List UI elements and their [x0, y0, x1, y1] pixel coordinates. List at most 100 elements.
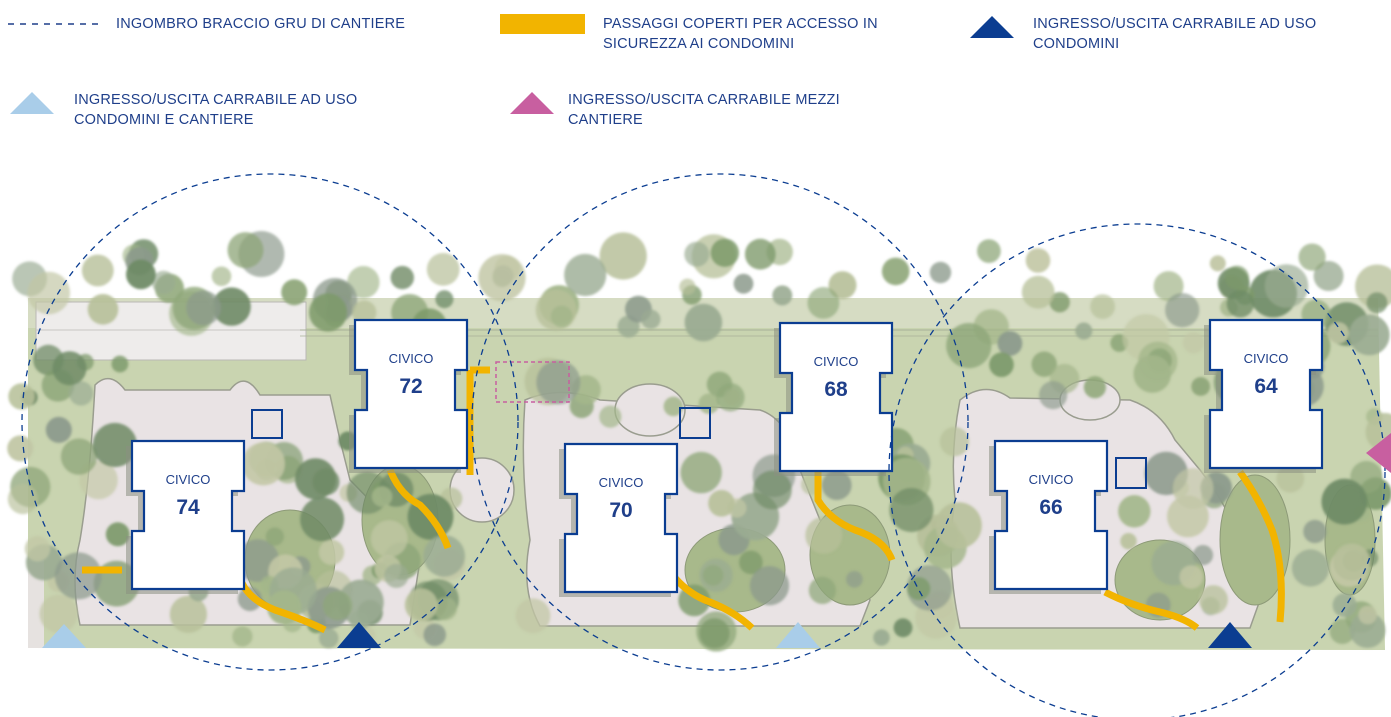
- light-blue-triangle-icon: [10, 92, 54, 114]
- tree-canopy: [1191, 377, 1211, 396]
- tree-canopy: [318, 628, 339, 649]
- tree-canopy: [241, 442, 285, 486]
- tree-canopy: [1313, 261, 1344, 291]
- building-civico-64: CIVICO 64: [1204, 318, 1324, 473]
- cantiere-area: [495, 361, 570, 403]
- tree-canopy: [977, 239, 1001, 263]
- building-number: 74: [176, 496, 200, 519]
- building-label: CIVICO: [1029, 472, 1074, 487]
- tree-canopy: [515, 598, 551, 634]
- tree-canopy: [352, 300, 377, 325]
- tree-canopy: [1225, 265, 1249, 290]
- tree-canopy: [702, 565, 724, 586]
- tree-canopy: [52, 351, 87, 386]
- tree-canopy: [186, 290, 222, 326]
- tree-canopy: [1075, 322, 1093, 340]
- tree-canopy: [599, 232, 647, 280]
- tree-canopy: [1333, 543, 1371, 581]
- tree-canopy: [433, 597, 457, 621]
- tree-canopy: [426, 253, 460, 286]
- tree-canopy: [7, 484, 38, 515]
- crane-dash-icon: [8, 23, 104, 25]
- tree-canopy: [710, 238, 739, 267]
- tree-canopy: [8, 383, 35, 410]
- tree-canopy: [211, 266, 232, 287]
- tree-canopy: [1226, 290, 1255, 318]
- tree-canopy: [550, 305, 573, 328]
- crane-radius-circles: [21, 173, 1386, 717]
- tree-canopy: [1083, 376, 1106, 399]
- tree-canopy: [227, 232, 264, 269]
- tree-canopy: [294, 458, 337, 500]
- legend-entry-condomini-label: INGRESSO/USCITA CARRABILE AD USO CONDOMI…: [1033, 16, 1317, 52]
- tree-canopy: [989, 352, 1014, 378]
- tree-canopy: [1358, 605, 1377, 625]
- tree-canopy: [772, 285, 793, 306]
- tree-canopy: [997, 331, 1023, 356]
- tree-canopy: [733, 273, 754, 294]
- trees: [7, 231, 1391, 652]
- tree-canopy: [753, 470, 792, 510]
- tree-canopy: [1039, 381, 1068, 410]
- tree-canopy: [744, 238, 776, 270]
- legend-entry-shared-label: INGRESSO/USCITA CARRABILE AD USO CONDOMI…: [74, 92, 358, 128]
- tree-canopy: [318, 539, 345, 565]
- building-number: 66: [1039, 496, 1062, 519]
- tree-canopy: [536, 360, 581, 405]
- tree-canopy: [111, 355, 129, 373]
- tree-canopy: [807, 287, 840, 319]
- building-number: 70: [609, 499, 632, 522]
- tree-canopy: [7, 435, 34, 462]
- tree-canopy: [808, 576, 837, 605]
- light-blue-triangle-icon: [42, 624, 86, 648]
- tree-canopy: [1090, 294, 1115, 319]
- tree-canopy: [1198, 585, 1228, 615]
- covered-passages: [82, 366, 1285, 634]
- tree-canopy: [907, 577, 931, 601]
- light-blue-triangle-icon: [776, 622, 820, 648]
- building-label: CIVICO: [1244, 351, 1289, 366]
- building-number: 68: [824, 378, 848, 401]
- tree-canopy: [1349, 612, 1386, 648]
- building-label: CIVICO: [389, 351, 434, 366]
- magenta-triangle-icon: [1366, 433, 1391, 473]
- tree-canopy: [1303, 519, 1327, 544]
- tree-canopy: [939, 426, 970, 457]
- tree-canopy: [322, 590, 353, 621]
- tree-canopy: [1182, 332, 1205, 354]
- tree-canopy: [404, 588, 438, 622]
- tree-canopy: [716, 383, 745, 412]
- tree-canopy: [45, 416, 72, 443]
- building-civico-72: CIVICO 72: [349, 318, 469, 473]
- legend-entry-shared: INGRESSO/USCITA CARRABILE AD USO CONDOMI…: [8, 90, 357, 130]
- building-number: 64: [1254, 375, 1278, 398]
- tree-canopy: [641, 309, 661, 329]
- building-number: 72: [399, 375, 422, 398]
- tree-canopy: [1031, 351, 1057, 377]
- tree-canopy: [889, 487, 934, 533]
- tree-canopy: [1298, 243, 1326, 271]
- tree-canopy: [708, 490, 735, 517]
- tree-canopy: [27, 271, 71, 315]
- tree-canopy: [1021, 275, 1055, 309]
- tree-canopy: [1025, 248, 1051, 273]
- small-squares: [251, 407, 1147, 489]
- building-label: CIVICO: [599, 475, 644, 490]
- tree-canopy: [81, 254, 114, 287]
- tree-canopy: [281, 279, 308, 306]
- building-label: CIVICO: [814, 354, 859, 369]
- tree-canopy: [699, 618, 730, 649]
- legend-covered-label: PASSAGGI COPERTI PER ACCESSO IN SICUREZZ…: [603, 16, 878, 52]
- building-civico-66: CIVICO 66: [989, 439, 1109, 594]
- tree-canopy: [349, 610, 370, 631]
- building-civico-68: CIVICO 68: [774, 321, 894, 476]
- tree-canopy: [1049, 292, 1070, 313]
- tree-canopy: [423, 623, 447, 647]
- tree-canopy: [423, 535, 466, 577]
- tree-canopy: [1165, 293, 1200, 328]
- tree-canopy: [881, 257, 910, 286]
- tree-canopy: [435, 290, 454, 309]
- tree-canopy: [893, 618, 913, 638]
- tree-canopy: [1192, 545, 1214, 566]
